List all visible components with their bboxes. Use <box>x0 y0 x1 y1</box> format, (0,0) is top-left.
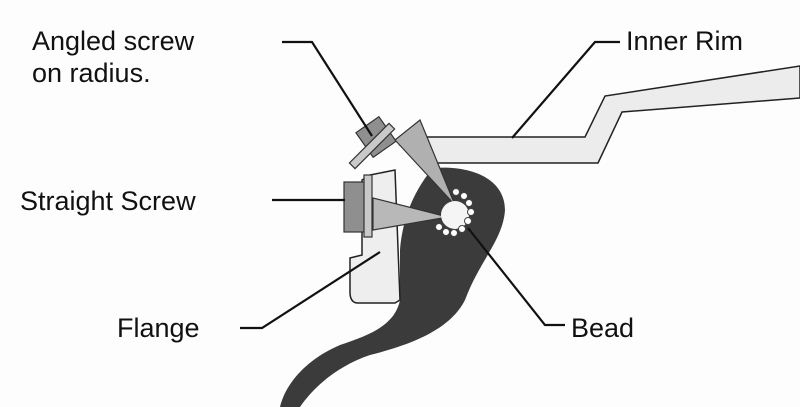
label-angled-screw-line2: on radius. <box>32 58 151 88</box>
straight-screw <box>343 174 449 238</box>
label-bead: Bead <box>571 313 635 343</box>
angled-screw <box>348 115 456 206</box>
leader-inner-rim <box>511 40 620 139</box>
label-flange: Flange <box>117 313 200 343</box>
leader-flange <box>240 251 381 330</box>
leader-bead <box>467 227 565 327</box>
bead <box>435 188 475 237</box>
label-angled-screw: Angled screw <box>32 26 195 56</box>
inner-rim-shape <box>398 65 800 164</box>
leader-angled-screw <box>282 40 373 137</box>
label-straight-screw: Straight Screw <box>20 186 196 216</box>
label-inner-rim: Inner Rim <box>626 26 744 56</box>
